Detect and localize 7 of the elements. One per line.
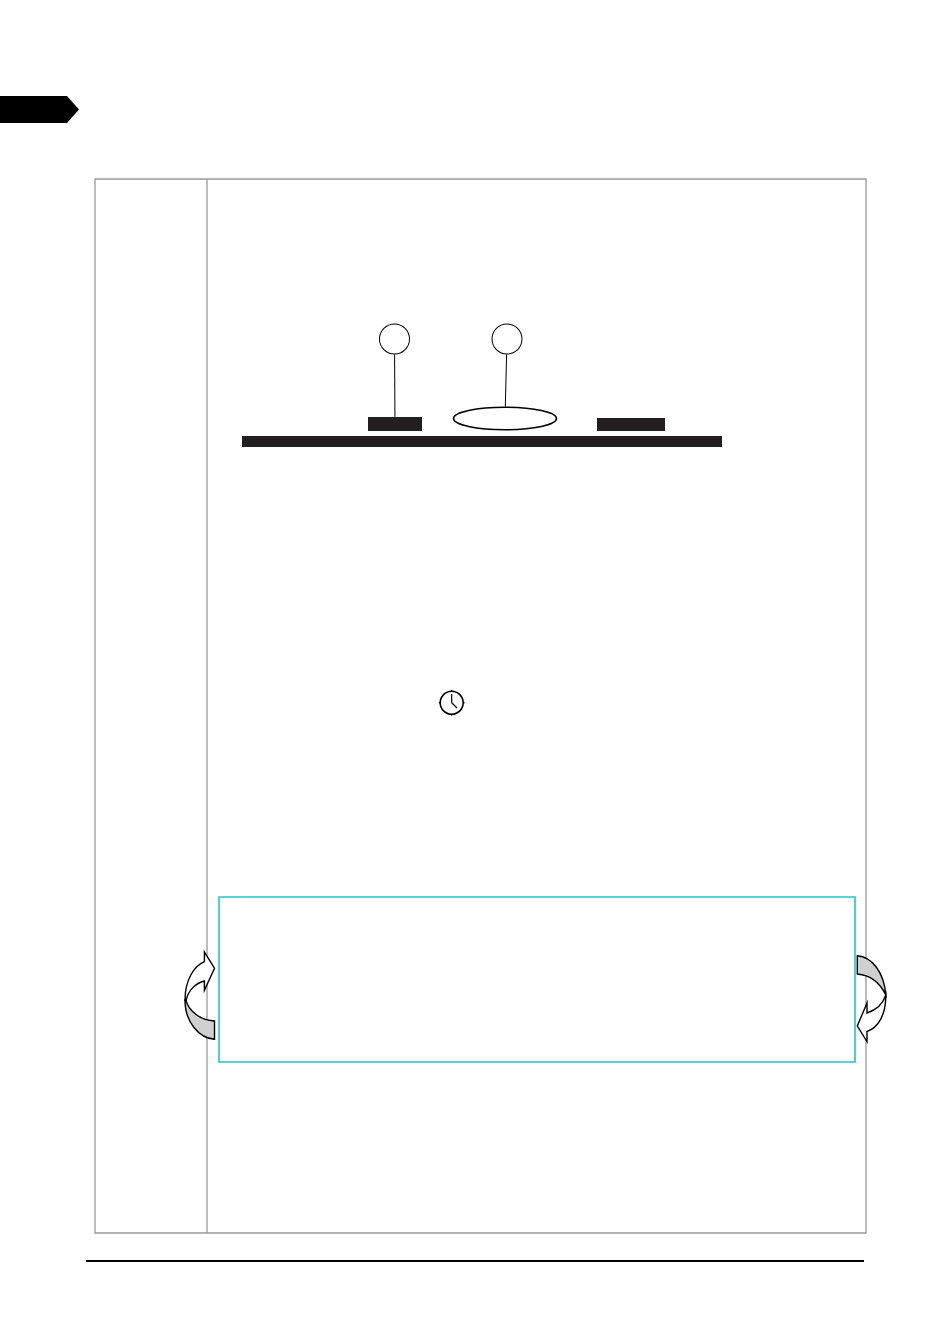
callout-circle bbox=[491, 323, 523, 355]
leader-line bbox=[394, 354, 396, 418]
callout-circle bbox=[379, 323, 410, 355]
pad bbox=[368, 417, 422, 431]
pad bbox=[597, 418, 665, 431]
oval bbox=[452, 406, 558, 431]
leader-line bbox=[504, 354, 508, 407]
